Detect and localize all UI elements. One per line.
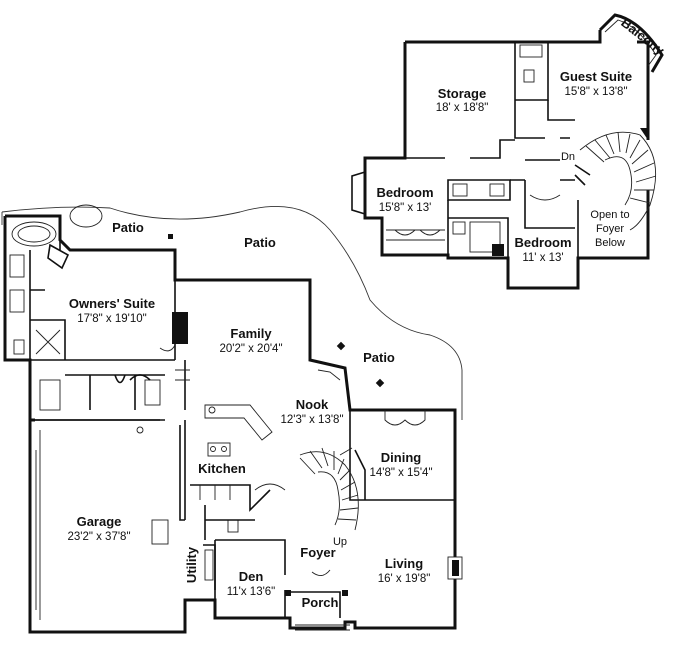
nook-label: Nook — [296, 397, 329, 412]
kitchen-label: Kitchen — [198, 461, 246, 476]
balcony-label: Balcony — [618, 15, 668, 58]
utility-label: Utility — [184, 546, 199, 583]
storage-dim: 18' x 18'8" — [436, 102, 489, 114]
stair-down-label: Dn — [561, 151, 575, 163]
bedroom-upper-right-label: Bedroom — [514, 235, 571, 250]
open-to-foyer-line1: Open to — [590, 209, 629, 221]
guest-suite-label: Guest Suite — [560, 69, 632, 84]
open-to-foyer-line3: Below — [595, 237, 625, 249]
garage-dim: 23'2" x 37'8" — [67, 531, 130, 543]
porch-label: Porch — [302, 595, 339, 610]
bedroom-upper-left-dim: 15'8" x 13' — [379, 202, 432, 214]
storage-label: Storage — [438, 86, 486, 101]
dining-dim: 14'8" x 15'4" — [369, 467, 432, 479]
open-to-foyer-line2: Foyer — [596, 223, 624, 235]
living-dim: 16' x 19'8" — [378, 573, 431, 585]
main-floor — [1, 204, 463, 634]
patio-label-2: Patio — [244, 235, 276, 250]
den-label: Den — [239, 569, 264, 584]
owners-suite-dim: 17'8" x 19'10" — [77, 313, 146, 325]
foyer-label: Foyer — [300, 545, 335, 560]
den-dim: 11'x 13'6" — [227, 586, 276, 598]
patio-label-1: Patio — [112, 220, 144, 235]
family-dim: 20'2" x 20'4" — [219, 343, 282, 355]
nook-dim: 12'3" x 13'8" — [280, 414, 343, 426]
patio-label-3: Patio — [363, 350, 395, 365]
upper-floor — [351, 13, 664, 290]
stair-up-label: Up — [333, 536, 347, 548]
living-label: Living — [385, 556, 423, 571]
bedroom-upper-left-label: Bedroom — [376, 185, 433, 200]
patio-outline — [1, 206, 463, 420]
bedroom-upper-right-dim: 11' x 13' — [522, 252, 563, 264]
garage-label: Garage — [77, 514, 122, 529]
dining-label: Dining — [381, 450, 421, 465]
owners-suite-label: Owners' Suite — [69, 296, 155, 311]
guest-suite-dim: 15'8" x 13'8" — [564, 86, 627, 98]
family-label: Family — [230, 326, 272, 341]
